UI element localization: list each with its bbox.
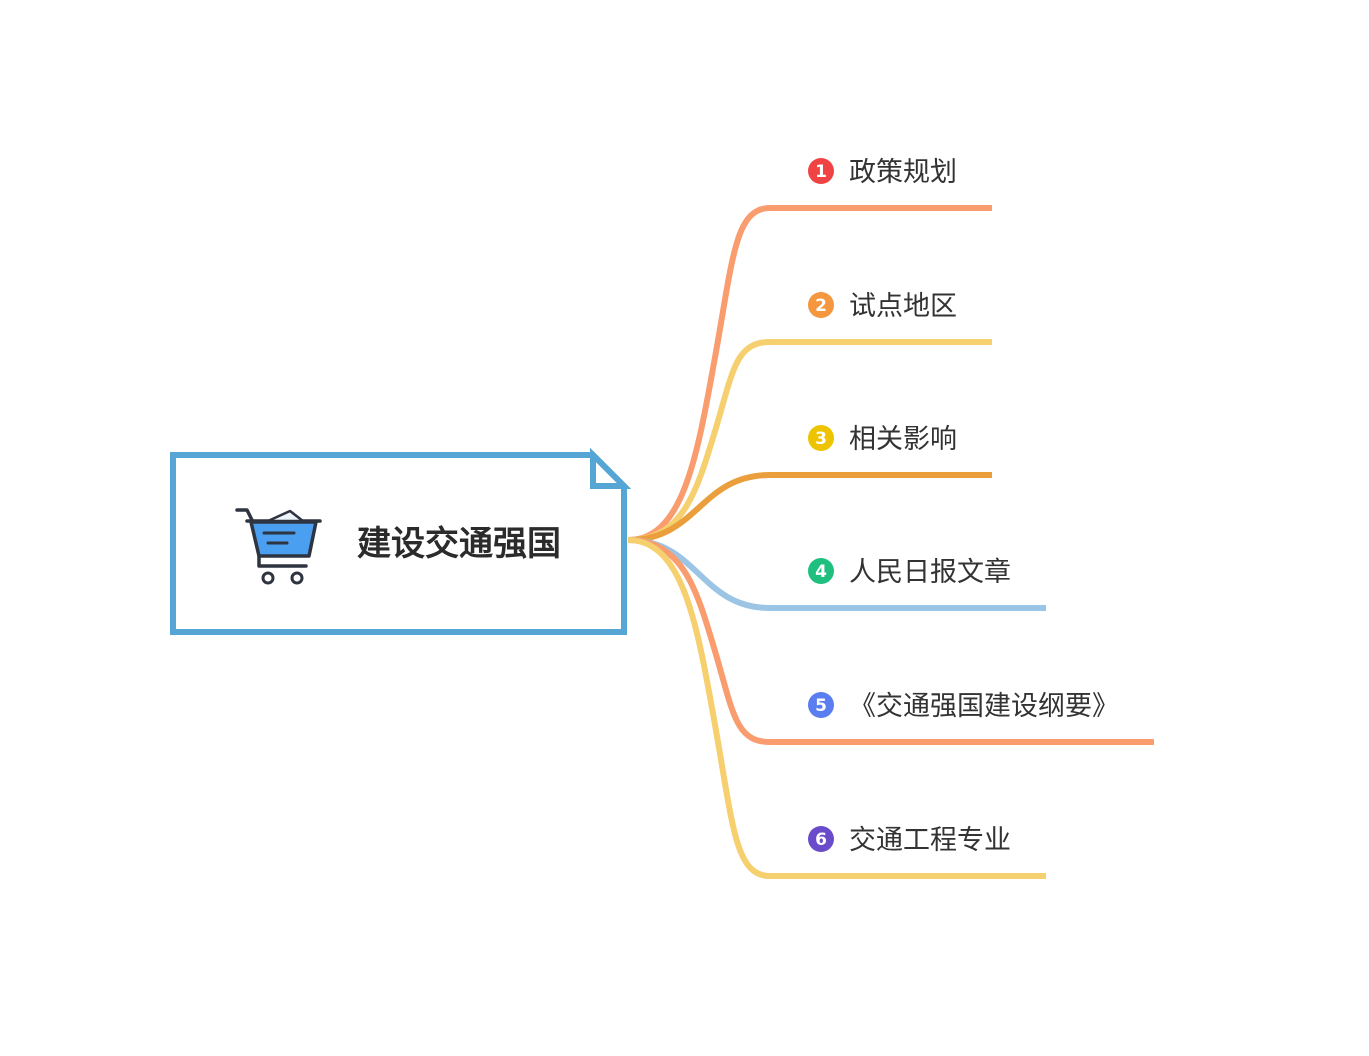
branch-connector-2 [627, 339, 992, 543]
branch-label: 试点地区 [849, 291, 957, 322]
branch-label: 相关影响 [849, 424, 957, 455]
branch-number-badge [808, 558, 834, 584]
branch-label: 政策规划 [849, 157, 957, 188]
branch-label: 交通工程专业 [849, 825, 1011, 856]
branch-node-4[interactable]: 4 人民日报文章 [808, 557, 1011, 588]
branch-number: 5 [815, 696, 827, 716]
branch-number-badge [808, 425, 834, 451]
branch-number: 2 [815, 296, 827, 316]
branch-label: 《交通强国建设纲要》 [849, 691, 1119, 722]
branch-connector-6 [627, 537, 1046, 879]
branch-connector-1 [627, 205, 992, 543]
branch-label: 人民日报文章 [849, 557, 1011, 588]
branch-number-badge [808, 292, 834, 318]
branch-node-5[interactable]: 5 《交通强国建设纲要》 [808, 691, 1119, 722]
branch-connector-3 [627, 472, 992, 543]
branch-list: 1 政策规划 2 试点地区 3 相关影响 4 人民日报文章 5 《交通强国建设纲要》 6 交通工程专业 [808, 157, 1119, 856]
branch-number: 6 [815, 830, 827, 850]
branch-node-6[interactable]: 6 交通工程专业 [808, 825, 1011, 856]
root-node-folded-corner [590, 447, 632, 489]
branch-connector-5 [627, 537, 1154, 745]
branch-number-badge [808, 158, 834, 184]
root-node[interactable]: 建设交通强国 [170, 447, 632, 635]
branch-node-1[interactable]: 1 政策规划 [808, 157, 957, 188]
branch-number-badge [808, 692, 834, 718]
branch-number-badge [808, 826, 834, 852]
root-node-frame [170, 452, 627, 635]
branch-number: 3 [815, 429, 827, 449]
branch-number: 4 [815, 562, 827, 582]
branch-number: 1 [815, 162, 827, 182]
root-title: 建设交通强国 [357, 524, 561, 564]
shopping-cart-icon [235, 508, 322, 585]
branch-connectors [627, 205, 1154, 879]
branch-node-2[interactable]: 2 试点地区 [808, 291, 957, 322]
branch-node-3[interactable]: 3 相关影响 [808, 424, 957, 455]
